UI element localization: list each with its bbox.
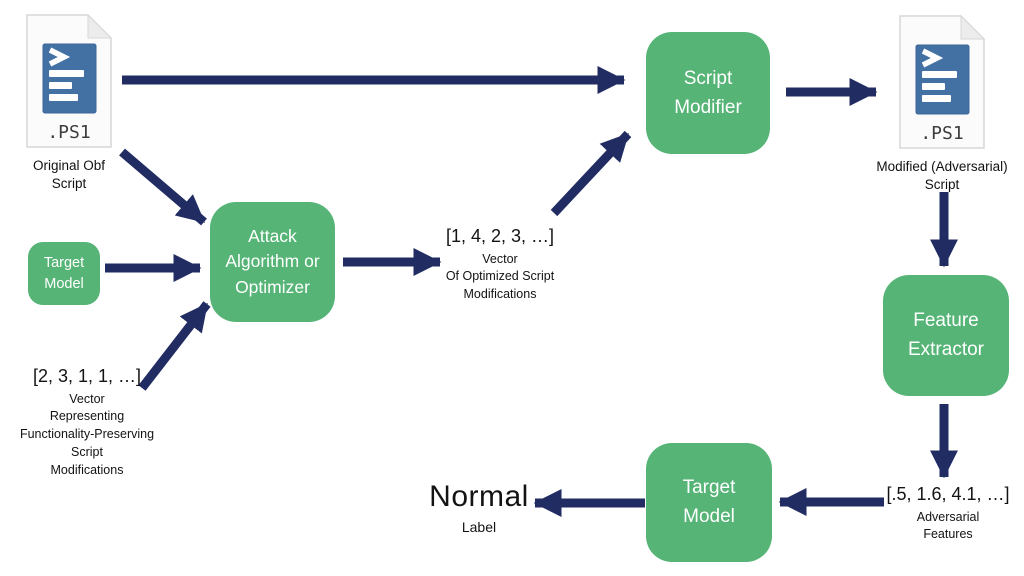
target-model-left-box: Target Model bbox=[28, 242, 100, 305]
adversarial-features-value: [.5, 1.6, 4.1, …] bbox=[886, 484, 1010, 504]
target-model-left-label: Target Model bbox=[43, 255, 85, 292]
adversarial-features-annotation: [.5, 1.6, 4.1, …] Adversarial Features bbox=[872, 484, 1024, 544]
arrow-modvector-to-attack bbox=[138, 301, 211, 391]
feature-extractor-label: Feature Extractor bbox=[907, 310, 985, 360]
prediction-value: Normal bbox=[429, 480, 529, 513]
ps1-file-icon: .PS1 bbox=[899, 14, 986, 149]
modification-vector-caption: Vector Representing Functionality-Preser… bbox=[19, 391, 155, 477]
ps1-file-icon: .PS1 bbox=[26, 13, 113, 148]
original-script-node: .PS1 Original Obf Script bbox=[24, 13, 114, 193]
prediction-output: Normal Label bbox=[418, 479, 540, 538]
script-modifier-box: Script Modifier bbox=[646, 32, 770, 154]
powershell-prompt-icon bbox=[921, 48, 944, 68]
attack-algorithm-label: Attack Algorithm or Optimizer bbox=[225, 225, 320, 297]
script-modifier-label: Script Modifier bbox=[674, 67, 742, 118]
optimized-vector-caption: Vector Of Optimized Script Modifications bbox=[445, 251, 555, 302]
prediction-caption: Label bbox=[461, 519, 497, 535]
target-model-bottom-box: Target Model bbox=[646, 443, 772, 562]
adversarial-features-caption: Adversarial Features bbox=[916, 509, 980, 542]
file-extension-label: .PS1 bbox=[920, 123, 963, 144]
file-extension-label: .PS1 bbox=[47, 122, 90, 143]
powershell-prompt-icon bbox=[48, 47, 71, 67]
target-model-bottom-label: Target Model bbox=[682, 477, 736, 527]
modification-vector-value: [2, 3, 1, 1, …] bbox=[32, 366, 142, 386]
optimized-vector-value: [1, 4, 2, 3, …] bbox=[445, 226, 555, 246]
arrow-original-to-attack bbox=[119, 148, 207, 226]
original-script-caption: Original Obf Script bbox=[32, 158, 106, 191]
modified-script-node: .PS1 Modified (Adversarial) Script bbox=[862, 14, 1022, 194]
modification-vector-annotation: [2, 3, 1, 1, …] Vector Representing Func… bbox=[8, 366, 166, 479]
feature-extractor-box: Feature Extractor bbox=[883, 275, 1009, 396]
arrow-optvector-to-modifier bbox=[550, 130, 632, 217]
modified-script-caption: Modified (Adversarial) Script bbox=[876, 159, 1008, 192]
attack-algorithm-box: Attack Algorithm or Optimizer bbox=[210, 202, 335, 322]
optimized-vector-annotation: [1, 4, 2, 3, …] Vector Of Optimized Scri… bbox=[422, 226, 578, 304]
